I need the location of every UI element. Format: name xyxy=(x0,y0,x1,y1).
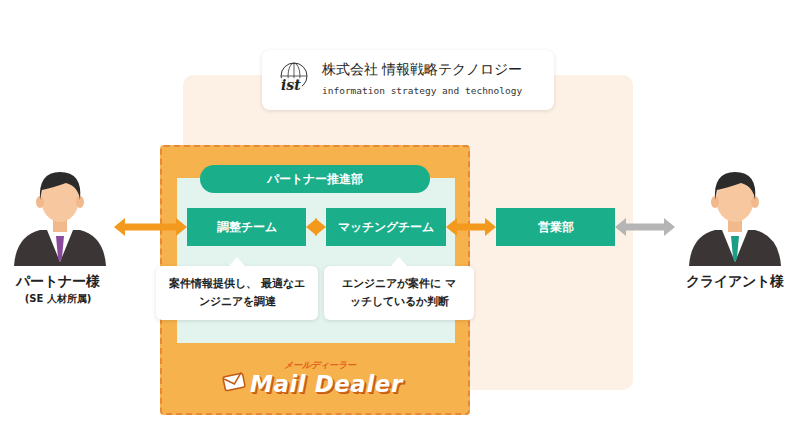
partner-promotion-panel: パートナー推進部調整チームマッチングチーム案件情報提供し、 最適なエンジニアを調… xyxy=(177,178,455,343)
node-text: パートナー推進部 xyxy=(200,165,430,193)
node-text: メールディーラー xyxy=(284,359,356,372)
sales-box: 営業部 xyxy=(496,208,615,246)
node-text: エンジニアが案件に マッチしているか判断 xyxy=(337,275,461,310)
client-person xyxy=(689,172,781,266)
team-box: 調整チーム xyxy=(187,208,306,246)
double-arrow xyxy=(615,218,675,236)
company-card: 株式会社 情報戦略テクノロジー information strategy and … xyxy=(262,50,554,110)
node-text: パートナー様 xyxy=(2,273,114,291)
node-text: 調整チーム xyxy=(217,219,277,236)
node-text: 案件情報提供し、 最適なエンジニアを調達 xyxy=(169,275,305,310)
callout-box: 案件情報提供し、 最適なエンジニアを調達 xyxy=(156,266,318,320)
node-text: 営業部 xyxy=(538,219,574,236)
mail-dealer-box: メールディーラーMail Dealer パートナー推進部調整チーム マッチングチーム… xyxy=(160,145,470,415)
partner-person: パートナー様(SE 人材所属) xyxy=(2,155,114,305)
node-text: information strategy and technology xyxy=(322,85,522,96)
node-text: マッチングチーム xyxy=(338,220,434,235)
client-person: クライアント様 xyxy=(675,155,795,305)
envelope-icon xyxy=(222,371,248,393)
logo-text: ist xyxy=(280,78,302,93)
team-box: マッチングチーム xyxy=(326,208,446,246)
node-text: クライアント様 xyxy=(675,273,795,291)
partner-person xyxy=(14,172,106,266)
node-text: Mail Dealer xyxy=(250,371,403,397)
node-text: (SE 人材所属) xyxy=(2,292,114,306)
node-text: 株式会社 情報戦略テクノロジー xyxy=(322,61,522,79)
callout-box: エンジニアが案件に マッチしているか判断 xyxy=(324,266,474,320)
